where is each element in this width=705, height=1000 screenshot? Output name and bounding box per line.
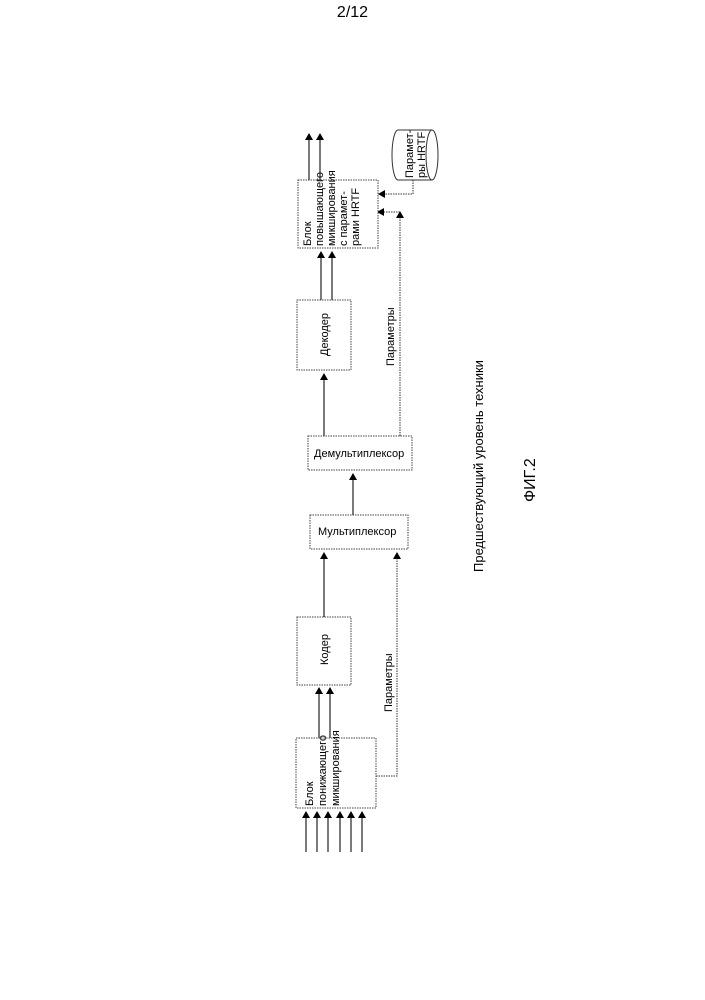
upmix-label-line1: Блок [302,221,314,246]
downmix-input-arrows [306,812,362,852]
hrtf-params-label-line2: ры HRTF [416,132,428,178]
downmix-label-line1: Блок [304,781,316,806]
demultiplexer-label: Демультиплексор [314,448,404,460]
decoder-label: Декодер [319,313,331,356]
params-lower-label: Параметры [383,653,395,712]
encoder-label: Кодер [319,634,331,665]
upmix-label-line3: микширования [326,170,338,246]
hrtf-params-storage: Парамет- ры HRTF [392,129,438,180]
upmix-label-line2: повышающего [314,172,326,246]
params-upper-label: Параметры [385,307,397,366]
multiplexer-label: Мультиплексор [318,526,396,538]
hrtf-params-label-line1: Парамет- [404,129,416,178]
upmix-label-line5: рами HRTF [350,188,362,246]
upmix-label-line4: с парамет- [338,191,350,246]
downmix-label-line3: микширования [330,730,342,806]
hrtf-to-upmix-arrow [379,180,413,194]
caption: Предшествующий уровень техники [471,360,486,572]
downmix-label-line2: понижающего [317,735,329,806]
figure-label: ФИГ.2 [522,458,539,502]
